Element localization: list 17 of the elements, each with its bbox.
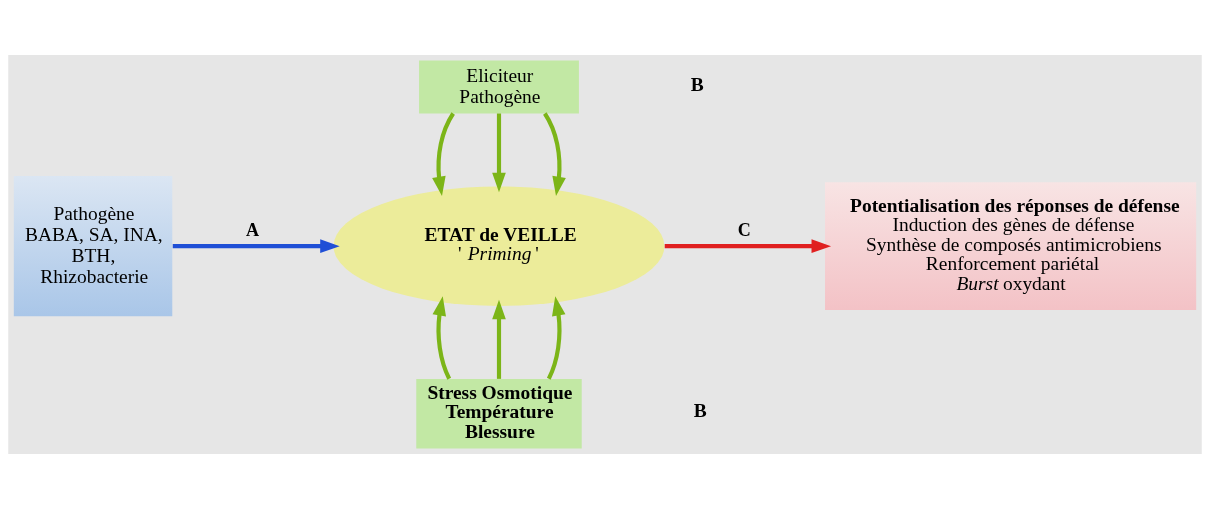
node-box: Potentialisation des réponses de défense Induction des gènes de défense Synthèse de composés antimicrobiens Renforcement pariétal Burst oxydant xyxy=(825,181,1197,310)
arrow xyxy=(492,113,506,192)
arrow xyxy=(664,238,832,253)
arrow xyxy=(543,111,566,196)
arrow xyxy=(432,295,452,380)
node-box: Pathogène BABA, SA, INA, BTH, Rhizobacterie xyxy=(13,175,173,316)
arrow xyxy=(432,111,455,196)
node-ellipse: ETAT de VEILLE ' Priming ' xyxy=(333,185,665,306)
label: B xyxy=(693,399,707,421)
arrow xyxy=(546,295,566,380)
arrow xyxy=(172,238,340,253)
label: B xyxy=(690,73,704,95)
edge-label: C xyxy=(737,219,751,240)
edge-label: A xyxy=(245,219,260,240)
node-box: Eliciteur Pathogène xyxy=(419,60,579,113)
node-box: Stress Osmotique Température Blessure xyxy=(416,378,582,448)
arrow xyxy=(492,299,506,379)
